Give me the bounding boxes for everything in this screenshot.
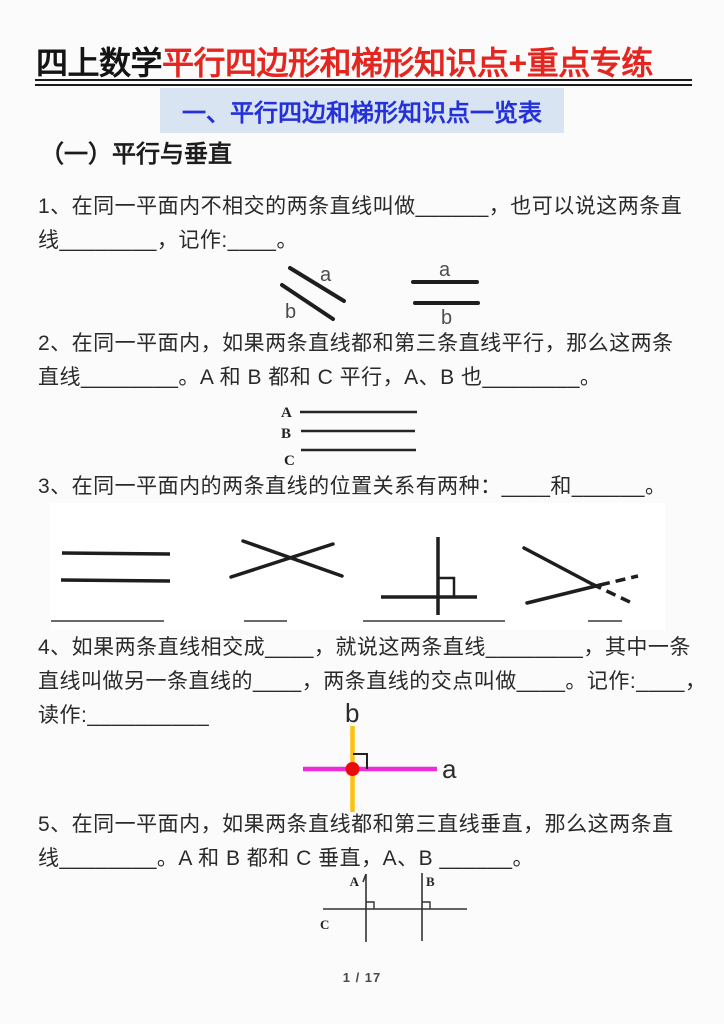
question-2-line-1: 2、在同一平面内，如果两条直线都和第三条直线平行，那么这两条 bbox=[38, 332, 674, 355]
line-A-label: A bbox=[281, 405, 292, 421]
fig4-ascending-dashed-extension bbox=[599, 574, 639, 587]
slanted-line-b-label: b bbox=[285, 301, 296, 323]
slanted-parallel-line-b bbox=[280, 283, 335, 321]
page-number: 1 / 17 bbox=[342, 970, 382, 985]
question-2-line-2: 直线________。A 和 B 都和 C 平行，A、B 也________。 bbox=[38, 366, 602, 389]
question-1-line-2: 线________，记作:____。 bbox=[38, 229, 298, 252]
line-A-arrow-tip bbox=[362, 873, 367, 883]
fig2-crossing-line-2 bbox=[229, 542, 335, 579]
question-3: 3、在同一平面内的两条直线的位置关系有两种：____和______。 bbox=[38, 470, 688, 504]
question-5-line-1: 5、在同一平面内，如果两条直线都和第三直线垂直，那么这两条直 bbox=[38, 813, 674, 836]
horizontal-line-b-label: b bbox=[441, 307, 452, 329]
fig4-answer-blank bbox=[588, 620, 622, 622]
question-2: 2、在同一平面内，如果两条直线都和第三条直线平行，那么这两条 直线_______… bbox=[38, 327, 688, 395]
section-banner: 一、平行四边和梯形知识点一览表 bbox=[160, 88, 564, 133]
section-heading: （一）平行与垂直 bbox=[40, 141, 232, 168]
fig4-descending-dashed-extension bbox=[591, 582, 635, 606]
horizontal-line-a-label: a bbox=[439, 259, 451, 281]
question-4-line-1: 4、如果两条直线相交成____，就说这两条直线________，其中一条 bbox=[38, 636, 691, 659]
fig3-right-angle-mark bbox=[438, 576, 456, 597]
question-1-line-1: 1、在同一平面内不相交的两条直线叫做______，也可以说这两条直 bbox=[38, 195, 683, 218]
question-1: 1、在同一平面内不相交的两条直线叫做______，也可以说这两条直 线_____… bbox=[38, 190, 688, 258]
question-4-line-3: 读作:__________ bbox=[38, 704, 210, 727]
right-angle-mark-A bbox=[366, 901, 375, 909]
horizontal-line-a-label: a bbox=[442, 754, 457, 784]
fig4-descending-solid-line bbox=[522, 546, 594, 586]
question-5: 5、在同一平面内，如果两条直线都和第三直线垂直，那么这两条直 线________… bbox=[38, 808, 688, 876]
line-B-label: B bbox=[281, 426, 291, 442]
parallel-lines-diagram: a b a b bbox=[280, 259, 480, 329]
slanted-parallel-line-a bbox=[288, 266, 346, 303]
intersection-point-dot bbox=[345, 762, 360, 776]
vertical-line-B-label: B bbox=[426, 874, 435, 889]
fig3-answer-blank bbox=[363, 620, 505, 622]
question-5-line-2: 线________。A 和 B 都和 C 垂直，A、B ______。 bbox=[38, 847, 535, 870]
vertical-line-A-label: A bbox=[350, 874, 360, 889]
perpendicular-colored-diagram: b a bbox=[303, 698, 457, 812]
right-angle-mark-B bbox=[422, 901, 431, 909]
fig1-answer-blank bbox=[51, 620, 164, 622]
vertical-line-b-label: b bbox=[345, 698, 359, 728]
fig1-parallel-top-line bbox=[61, 551, 171, 556]
slanted-line-a-label: a bbox=[320, 264, 332, 286]
page-title-red-part: 平行四边形和梯形知识点+重点专练 bbox=[162, 45, 653, 81]
line-C-label: C bbox=[284, 453, 295, 469]
horizontal-line-C-label: C bbox=[320, 917, 329, 932]
three-parallel-lines-diagram: A B C bbox=[281, 405, 417, 469]
line-relationships-diagram bbox=[60, 537, 639, 615]
question-4: 4、如果两条直线相交成____，就说这两条直线________，其中一条 直线叫… bbox=[38, 631, 707, 733]
right-angle-mark bbox=[353, 753, 368, 769]
title-double-underline bbox=[35, 79, 692, 86]
fig1-parallel-bottom-line bbox=[60, 578, 171, 583]
page-title: 四上数学平行四边形和梯形知识点+重点专练 bbox=[36, 38, 692, 84]
page-title-black-part: 四上数学 bbox=[36, 45, 163, 81]
fig4-ascending-solid-line bbox=[525, 583, 602, 605]
question-4-line-2: 直线叫做另一条直线的____，两条直线的交点叫做____。记作:____， bbox=[38, 670, 707, 693]
two-perpendiculars-diagram: A B C bbox=[320, 873, 467, 942]
question-3-line-1: 3、在同一平面内的两条直线的位置关系有两种：____和______。 bbox=[38, 475, 667, 498]
fig2-answer-blank bbox=[244, 620, 287, 622]
